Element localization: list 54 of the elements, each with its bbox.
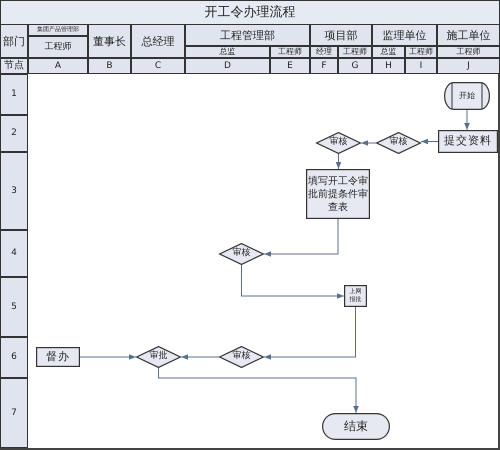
decision-diamond: 审批	[136, 346, 181, 368]
header-cell: 项目部	[310, 24, 372, 46]
header-cell: C	[131, 58, 185, 74]
process-box: 提交资料	[438, 130, 498, 153]
header-cell: 总经理	[131, 24, 185, 58]
header-cell: F	[310, 58, 338, 74]
header-cell: I	[405, 58, 437, 74]
header-cell: J	[437, 58, 500, 74]
arrow	[180, 354, 220, 360]
header-cell: B	[88, 58, 131, 74]
header-cell: 董事长	[88, 24, 131, 58]
header-cell: G	[338, 58, 372, 74]
header-cell: 经理	[310, 46, 338, 58]
arrow	[264, 218, 338, 257]
header-cell: 工程师	[28, 36, 88, 58]
row-number-cell: 4	[0, 230, 28, 277]
decision-diamond: 审核	[219, 243, 264, 265]
header-cell: 部门	[0, 24, 28, 58]
header-cell: D	[185, 58, 270, 74]
terminator: 结束	[322, 413, 390, 440]
terminator: 开始	[444, 82, 490, 110]
row-number-cell: 1	[0, 74, 28, 115]
header-cell: 监理单位	[372, 24, 437, 46]
header-cell: 总监	[185, 46, 270, 58]
arrow	[241, 264, 344, 299]
header-cell: 工程师	[405, 46, 437, 58]
header-cell: A	[28, 58, 88, 74]
header-cell: H	[372, 58, 405, 74]
row-number-cell: 2	[0, 115, 28, 152]
decision-diamond: 审核	[219, 346, 264, 368]
process-box: 填写开工令审批前提条件审查表	[306, 169, 370, 219]
header-cell: 节点	[0, 58, 28, 74]
title-cell: 开工令办理流程	[0, 0, 500, 25]
arrow	[420, 138, 438, 144]
arrow	[336, 154, 342, 170]
arrow	[360, 140, 376, 146]
arrow	[158, 368, 359, 414]
decision-diamond: 审核	[376, 132, 421, 154]
header-cell: 施工单位	[437, 24, 500, 46]
header-cell: 工程管理部	[185, 24, 310, 46]
arrow	[464, 110, 470, 130]
header-cell: E	[270, 58, 310, 74]
row-number-cell: 3	[0, 152, 28, 230]
arrow	[264, 306, 356, 360]
header-cell: 工程师	[437, 46, 500, 58]
header-cell: 工程师	[270, 46, 310, 58]
arrow	[80, 354, 136, 360]
header-cell: 工程师	[338, 46, 372, 58]
decision-diamond: 审核	[316, 132, 361, 154]
row-number-cell: 6	[0, 337, 28, 378]
row-number-cell: 7	[0, 378, 28, 448]
process-box: 督办	[36, 347, 80, 367]
row-number-cell: 5	[0, 277, 28, 337]
header-cell: 总监	[372, 46, 405, 58]
